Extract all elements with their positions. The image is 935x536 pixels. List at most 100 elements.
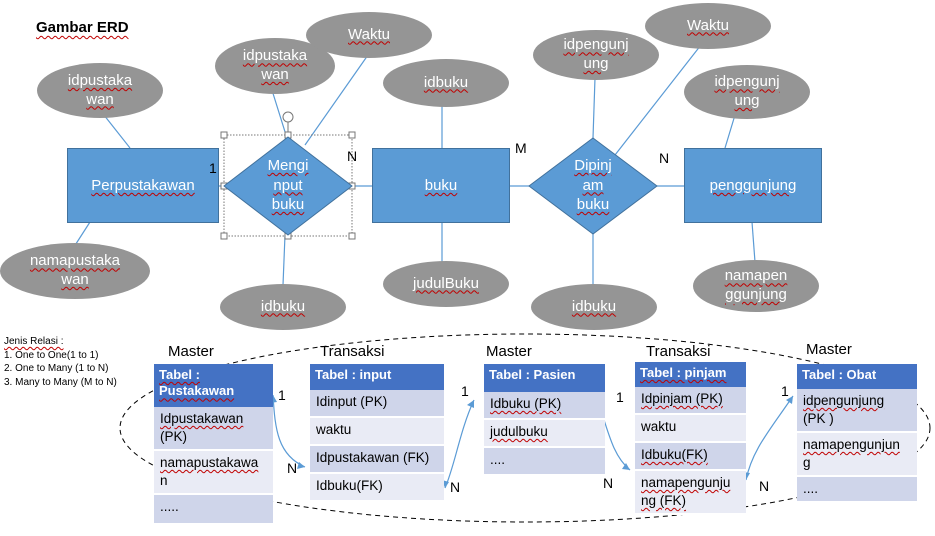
arrow-t1-t2 (272, 394, 306, 468)
attr-judulbuku-label: judulBuku (413, 274, 479, 292)
table-card-t2-one: 1 (461, 383, 469, 399)
legend-item-3: 3. Many to Many (M to N) (4, 376, 117, 388)
table-card-t4-n: N (759, 478, 770, 494)
attr-idbuku-top[interactable]: idbuku (383, 59, 509, 107)
table-cell: waktu (641, 419, 677, 434)
table-pustakawan-header-line1: Tabel : (159, 367, 200, 382)
cardinality-n-left: N (347, 148, 358, 164)
table-pustakawan-header[interactable]: Tabel : Pustakawan (154, 364, 273, 407)
table-pasien: Tabel : Pasien Idbuku (PK) judulbuku ...… (484, 364, 605, 476)
page-title: Gambar ERD (36, 19, 129, 36)
table-row[interactable]: waktu (310, 418, 444, 446)
table-row[interactable]: namapustakawa n (154, 451, 273, 495)
table-cell: Idbuku (PK) (490, 396, 562, 411)
cardinality-1-left: 1 (209, 160, 217, 176)
legend-item-1: 1. One to One(1 to 1) (4, 349, 99, 361)
table-row[interactable]: idpengunjung (PK ) (797, 389, 917, 433)
table-input-header[interactable]: Tabel : input (310, 364, 444, 390)
line-idpengunjung-rel (592, 77, 596, 139)
table-row[interactable]: Idpustakawan (FK) (310, 446, 444, 474)
attr-idpengunjung-right-line2: ung (734, 92, 760, 109)
table-pinjam-header[interactable]: Tabel : pinjam (635, 362, 746, 387)
attr-idpengunjung-rel-line2: ung (583, 55, 609, 72)
table-row[interactable]: Idinput (PK) (310, 390, 444, 418)
table-row[interactable]: .... (484, 448, 605, 476)
relation-dipinjam-line3: buku (576, 196, 610, 213)
attr-waktu-left[interactable]: Waktu (306, 12, 432, 58)
table-row[interactable]: .... (797, 477, 917, 503)
attr-namapustakawan-line1: namapustaka (29, 252, 121, 270)
table-card-t4-one: 1 (781, 383, 789, 399)
entity-perpustakawan[interactable]: Perpustakawan (67, 148, 219, 223)
legend-item-2: 2. One to Many (1 to N) (4, 363, 109, 374)
table-row[interactable]: Idpinjam (PK) (635, 387, 746, 415)
attr-idbuku-rel-label: idbuku (260, 297, 306, 315)
relation-dipinjam-label: Dipinj am buku (551, 156, 635, 215)
table-cell: namapengunjun (803, 437, 900, 452)
table-row[interactable]: namapengunju ng (FK) (635, 471, 746, 515)
entity-perpustakawan-label: Perpustakawan (91, 177, 195, 194)
table-cell: judulbuku (490, 424, 548, 439)
table-row[interactable]: Idbuku(FK) (635, 443, 746, 471)
attr-idpengunjung-rel-line1: idpengunj (563, 36, 629, 54)
table-card-t2-n: N (450, 479, 461, 495)
table-card-t3-n: N (603, 475, 614, 491)
entity-penggunjung-label: penggunjung (709, 177, 797, 194)
table3-kind: Master (486, 343, 532, 360)
table4-kind: Transaksi (646, 343, 711, 360)
table-cell: .... (803, 481, 819, 496)
table-cell: ng (FK) (641, 493, 687, 509)
line-idbuku-rel (282, 234, 286, 286)
table5-kind: Master (806, 341, 852, 358)
table-row[interactable]: ..... (154, 495, 273, 525)
arrow-t4-t5 (745, 395, 794, 481)
attr-waktu-right[interactable]: Waktu (645, 3, 771, 49)
attr-idpustakawan-rel-line1: idpustaka (242, 47, 308, 65)
table-row[interactable]: namapengunjun g (797, 433, 917, 477)
table-obat: Tabel : Obat idpengunjung (PK ) namapeng… (797, 364, 917, 503)
table2-kind: Transaksi (320, 343, 385, 360)
entity-buku[interactable]: buku (372, 148, 510, 223)
table-row[interactable]: waktu (635, 415, 746, 443)
table-cell: Idinput (PK) (316, 394, 388, 409)
table1-kind: Master (168, 343, 214, 360)
attr-namapengunjung-line2: ggunjung (725, 286, 787, 303)
table-pasien-header[interactable]: Tabel : Pasien (484, 364, 605, 392)
tables-dashed-ellipse (119, 333, 931, 523)
table-pinjam-header-line1: Tabel : pinjam (640, 365, 727, 380)
attr-idpustakawan-rel-line2: wan (261, 66, 289, 83)
relation-menginput-diamond (223, 136, 353, 236)
table-cell: n (160, 473, 168, 489)
table-cell: Idbuku(FK) (641, 447, 708, 462)
entity-buku-label: buku (424, 177, 458, 194)
table-obat-header[interactable]: Tabel : Obat (797, 364, 917, 389)
table-cell: Idpinjam (PK) (641, 391, 723, 406)
attr-idpengunjung-right-line1: idpengunj (714, 73, 780, 91)
cardinality-n-right: N (659, 150, 670, 166)
table-input: Tabel : input Idinput (PK) waktu Idpusta… (310, 364, 444, 502)
table-row[interactable]: Idbuku (PK) (484, 392, 605, 420)
attr-idbuku-top-label: idbuku (423, 73, 469, 91)
arrowhead-t4-start (786, 396, 793, 404)
table-row[interactable]: Idpustakawan (PK) (154, 407, 273, 451)
line-namapengunjung (751, 221, 756, 263)
entity-penggunjung[interactable]: penggunjung (684, 148, 822, 223)
attr-waktu-left-label: Waktu (348, 25, 390, 43)
table-cell: idpengunjung (803, 393, 885, 408)
attr-waktu-right-label: Waktu (687, 16, 729, 34)
attr-judulbuku[interactable]: judulBuku (383, 261, 509, 307)
table-row[interactable]: Idbuku(FK) (310, 474, 444, 502)
attr-idbuku-rel2[interactable]: idbuku (531, 284, 657, 330)
attr-idpustakawan-left-line2: wan (86, 90, 114, 108)
attr-idbuku-rel[interactable]: idbuku (220, 284, 346, 330)
line-idpustakawan-rel (270, 86, 287, 136)
arrowhead-t1 (297, 462, 305, 469)
table-row[interactable]: judulbuku (484, 420, 605, 448)
cardinality-m: M (515, 140, 527, 156)
